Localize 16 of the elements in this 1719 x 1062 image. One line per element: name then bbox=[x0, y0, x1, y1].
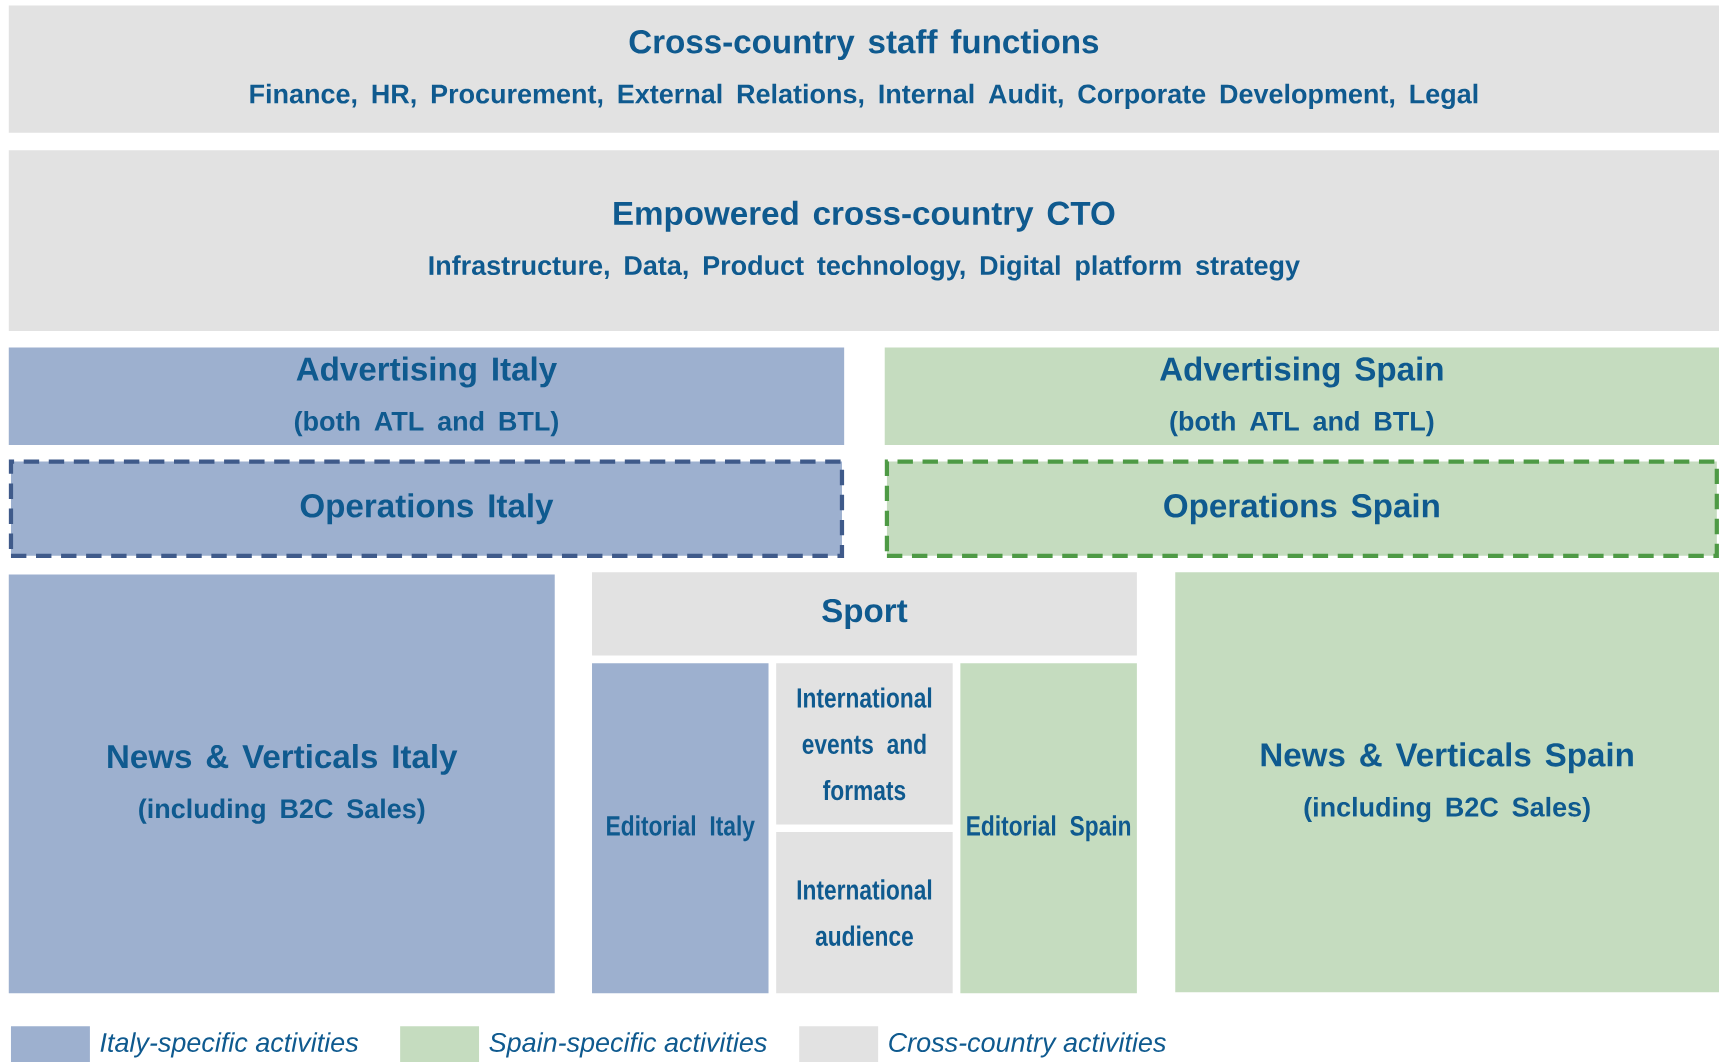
dashed-org-box: Operations Spain bbox=[884, 459, 1719, 558]
org-box: International audience bbox=[776, 831, 953, 994]
org-box: News & Verticals Spain (including B2C Sales) bbox=[1175, 572, 1719, 992]
legend-label: Italy-specific activities bbox=[100, 1032, 359, 1058]
org-box: Sport bbox=[592, 572, 1137, 656]
legend-label: Spain-specific activities bbox=[489, 1032, 767, 1058]
org-box: Advertising Spain (both ATL and BTL) bbox=[884, 347, 1719, 445]
org-box: Editorial Spain bbox=[960, 663, 1137, 994]
org-box: Editorial Italy bbox=[592, 663, 769, 994]
legend-label: Cross-country activities bbox=[889, 1032, 1166, 1058]
org-box: Cross-country staff functions Finance, HR, Procurement, External Relations, Internal Audit, Corporate Development, Legal bbox=[8, 5, 1719, 133]
org-box: News & Verticals Italy (including B2C Sales) bbox=[8, 574, 555, 994]
org-box: Advertising Italy (both ATL and BTL) bbox=[8, 347, 845, 445]
org-box: Empowered cross-country CTO Infrastructure, Data, Product technology, Digital platform strategy bbox=[8, 150, 1719, 331]
org-box: International events and formats bbox=[776, 663, 953, 825]
dashed-org-box: Operations Italy bbox=[8, 459, 845, 558]
